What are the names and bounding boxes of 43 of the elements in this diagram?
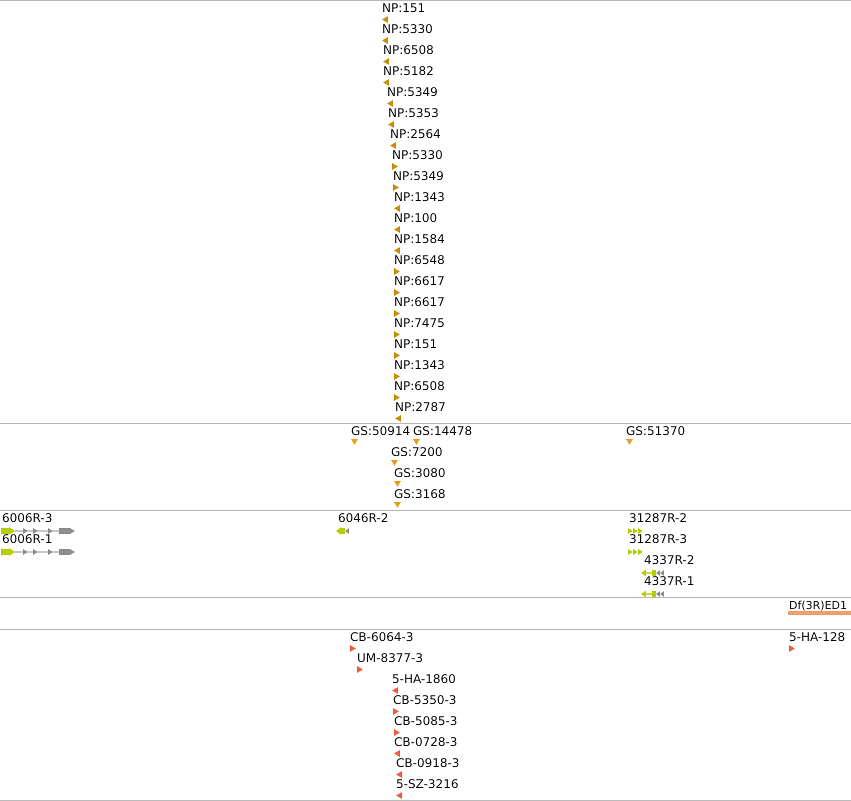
feature-label: NP:5353 bbox=[388, 106, 439, 120]
feature-label: NP:151 bbox=[394, 337, 438, 351]
feature-label: NP:100 bbox=[394, 211, 438, 225]
feature-label: CB-5350-3 bbox=[393, 693, 456, 707]
feature-label: NP:6548 bbox=[394, 253, 445, 267]
feature-label: CB-0728-3 bbox=[394, 735, 458, 749]
feature-label: NP:5182 bbox=[383, 64, 434, 78]
feature-label: NP:7475 bbox=[394, 316, 445, 330]
feature-label: NP:1343 bbox=[394, 358, 445, 372]
feature-label: NP:5330 bbox=[382, 22, 433, 36]
feature-label: Df(3R)ED1 bbox=[789, 599, 847, 613]
feature-label: NP:2564 bbox=[390, 127, 441, 141]
feature-label: NP:1584 bbox=[394, 232, 445, 246]
feature-label: 4337R-2 bbox=[644, 553, 694, 567]
feature-label: GS:51370 bbox=[626, 424, 686, 438]
feature-label: 5-HA-128 bbox=[789, 630, 846, 644]
feature-label: 6046R-2 bbox=[338, 511, 388, 525]
feature-label: NP:2787 bbox=[395, 400, 446, 414]
feature-label: 6006R-3 bbox=[2, 511, 52, 525]
feature-label: GS:3080 bbox=[394, 466, 446, 480]
feature-label: NP:5349 bbox=[393, 169, 444, 183]
feature-label: 5-HA-1860 bbox=[392, 672, 456, 686]
feature-label: NP:5330 bbox=[392, 148, 443, 162]
feature-label: NP:6617 bbox=[394, 295, 445, 309]
feature-label: NP:6617 bbox=[394, 274, 445, 288]
feature-label: UM-8377-3 bbox=[357, 651, 423, 665]
feature-label: 31287R-2 bbox=[629, 511, 687, 525]
feature-label: GS:14478 bbox=[413, 424, 472, 438]
feature-label: CB-5085-3 bbox=[394, 714, 458, 728]
feature-label: 5-SZ-3216 bbox=[396, 777, 458, 791]
feature-label: CB-0918-3 bbox=[396, 756, 460, 770]
feature-label: NP:6508 bbox=[394, 379, 445, 393]
feature-label: GS:7200 bbox=[391, 445, 442, 459]
feature-label: NP:5349 bbox=[387, 85, 438, 99]
feature-label: GS:50914 bbox=[351, 424, 410, 438]
feature-label: NP:6508 bbox=[383, 43, 434, 57]
feature-label: NP:1343 bbox=[394, 190, 445, 204]
feature-label: CB-6064-3 bbox=[350, 630, 414, 644]
feature-label: 6006R-1 bbox=[2, 532, 52, 546]
feature-label: 4337R-1 bbox=[644, 574, 694, 588]
feature-label: GS:3168 bbox=[394, 487, 446, 501]
feature-label: NP:151 bbox=[382, 1, 426, 15]
feature-label: 31287R-3 bbox=[629, 532, 687, 546]
